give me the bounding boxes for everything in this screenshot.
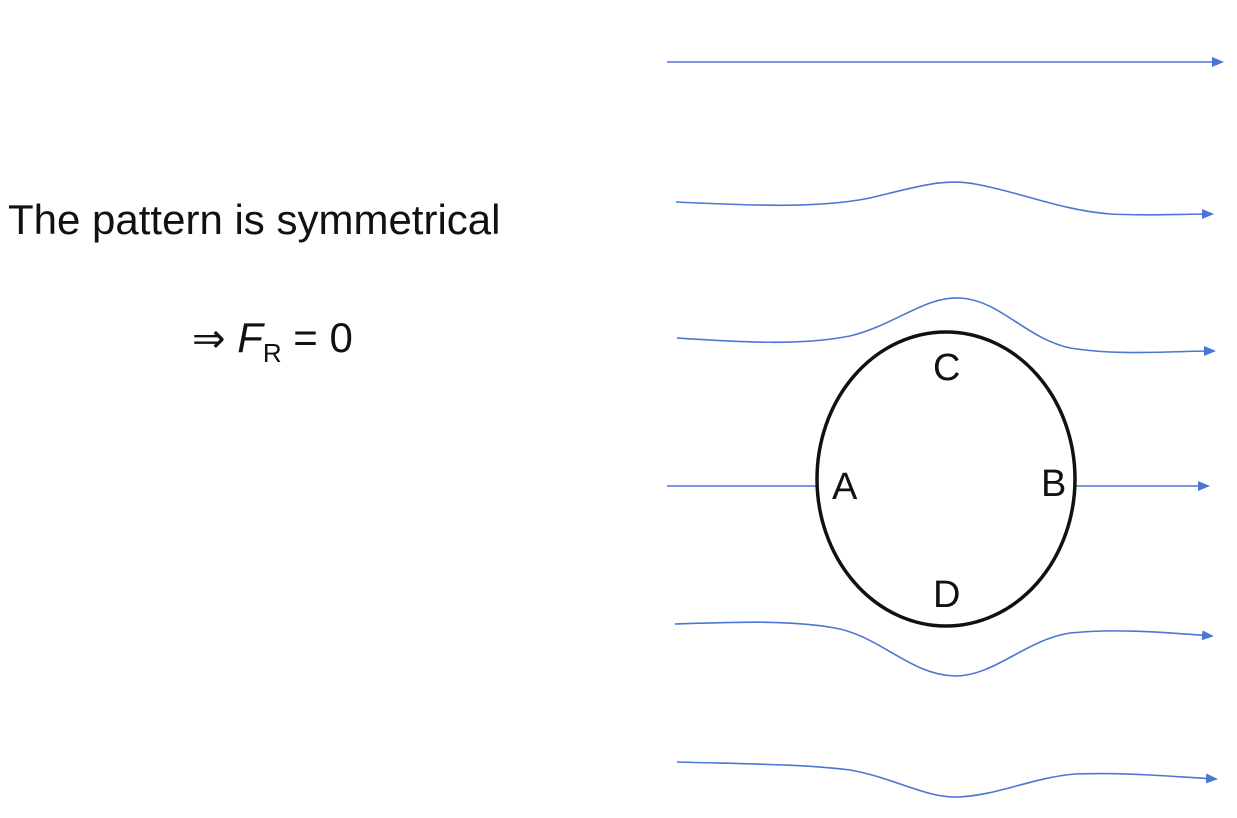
implies-symbol: ⇒ (192, 316, 226, 362)
streamline-5 (674, 621, 1214, 677)
force-subscript: R (262, 338, 282, 368)
cylinder-body (815, 330, 1077, 628)
streamline-2 (675, 181, 1214, 220)
force-equation: = 0 (281, 314, 353, 361)
streamlines (667, 57, 1224, 798)
point-label-a: A (832, 466, 858, 508)
force-variable: F (237, 314, 263, 361)
point-label-b: B (1041, 463, 1066, 505)
point-label-c: C (933, 347, 960, 389)
symmetry-statement: The pattern is symmetrical (8, 196, 501, 243)
point-label-d: D (933, 574, 960, 616)
streamline-6 (676, 761, 1218, 798)
streamline-3 (676, 297, 1216, 357)
force-conclusion: ⇒ FR = 0 (192, 314, 353, 369)
